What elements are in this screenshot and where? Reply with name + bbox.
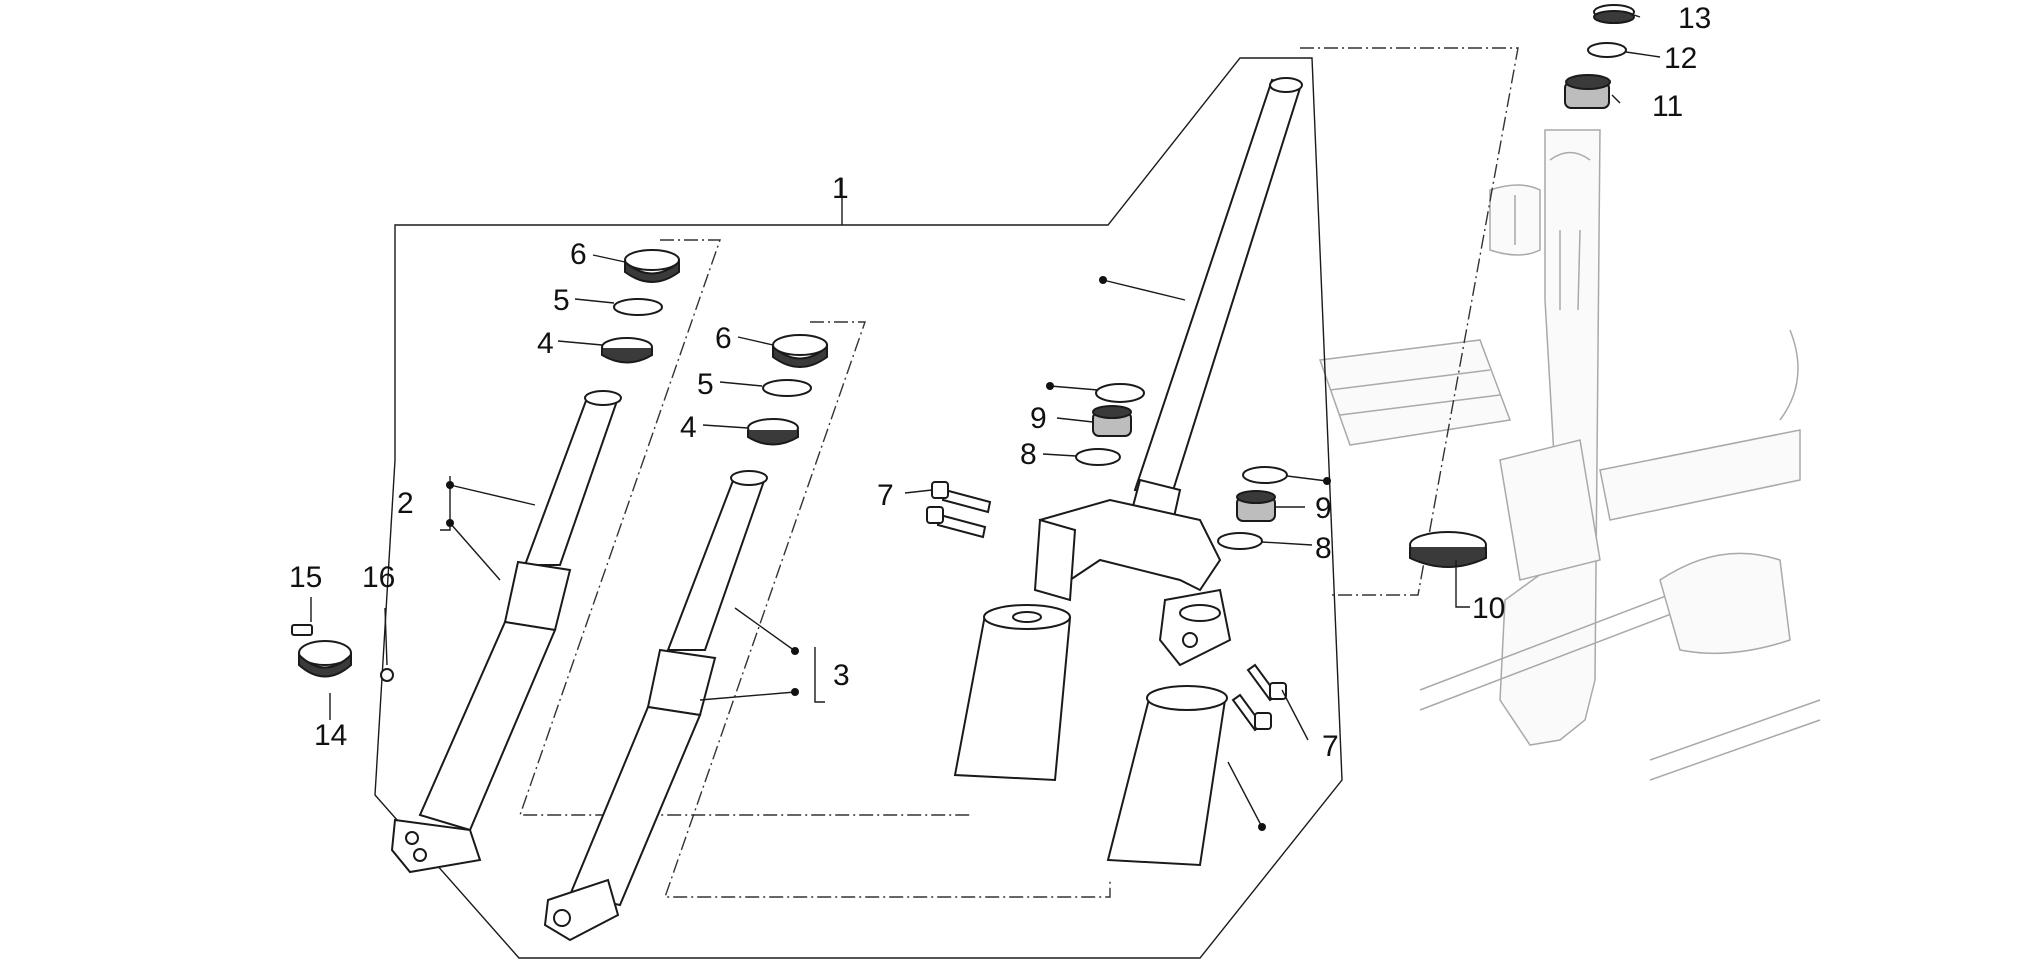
leader-dots	[446, 276, 1331, 831]
callout-8-left: 8	[1020, 438, 1037, 471]
callout-4-left: 4	[537, 327, 554, 360]
headset-stack	[1409, 4, 1635, 568]
callout-12: 12	[1664, 42, 1697, 75]
right-fork-leg	[543, 470, 768, 942]
callout-3: 3	[833, 659, 850, 692]
callout-15: 15	[289, 561, 322, 594]
callout-9-right: 9	[1315, 492, 1332, 525]
lower-bearing-set	[1217, 466, 1288, 550]
right-fork-dashbox	[664, 321, 1111, 898]
upper-bearing-set	[1075, 383, 1145, 466]
callout-4-right: 4	[680, 411, 697, 444]
callout-2: 2	[397, 487, 414, 520]
callout-7-upper: 7	[877, 479, 894, 512]
callout-6-left: 6	[570, 238, 587, 271]
lower-bolts	[1231, 663, 1287, 732]
clamp-assembly	[291, 624, 394, 682]
left-fork-leg	[390, 390, 622, 874]
left-fork-dashbox	[519, 239, 970, 816]
callout-9-left: 9	[1030, 402, 1047, 435]
left-seal-stack	[601, 249, 680, 364]
fork-sleeve-right	[1106, 685, 1228, 867]
callout-labels: 1 2 3 4 4 5 5 6 6 7 7 8 8 9 9 10 11 12 1…	[289, 2, 1711, 763]
callout-6-right: 6	[715, 322, 732, 355]
callout-5-right: 5	[697, 368, 714, 401]
fork-sleeve-left	[953, 604, 1072, 782]
upper-bolts	[926, 481, 992, 539]
steering-column	[1033, 77, 1303, 667]
callout-8-right: 8	[1315, 532, 1332, 565]
right-seal-stack	[747, 334, 828, 446]
callout-13: 13	[1678, 2, 1711, 35]
callout-5-left: 5	[553, 284, 570, 317]
callout-10: 10	[1472, 592, 1505, 625]
callout-16: 16	[362, 561, 395, 594]
steering-dashbox	[1300, 47, 1519, 596]
callout-7-lower: 7	[1322, 730, 1339, 763]
callout-1: 1	[832, 172, 849, 205]
scooter-frame-ghost	[1318, 129, 1821, 781]
callout-11: 11	[1652, 90, 1683, 123]
leader-lines	[310, 14, 1661, 828]
callout-14: 14	[314, 719, 347, 752]
